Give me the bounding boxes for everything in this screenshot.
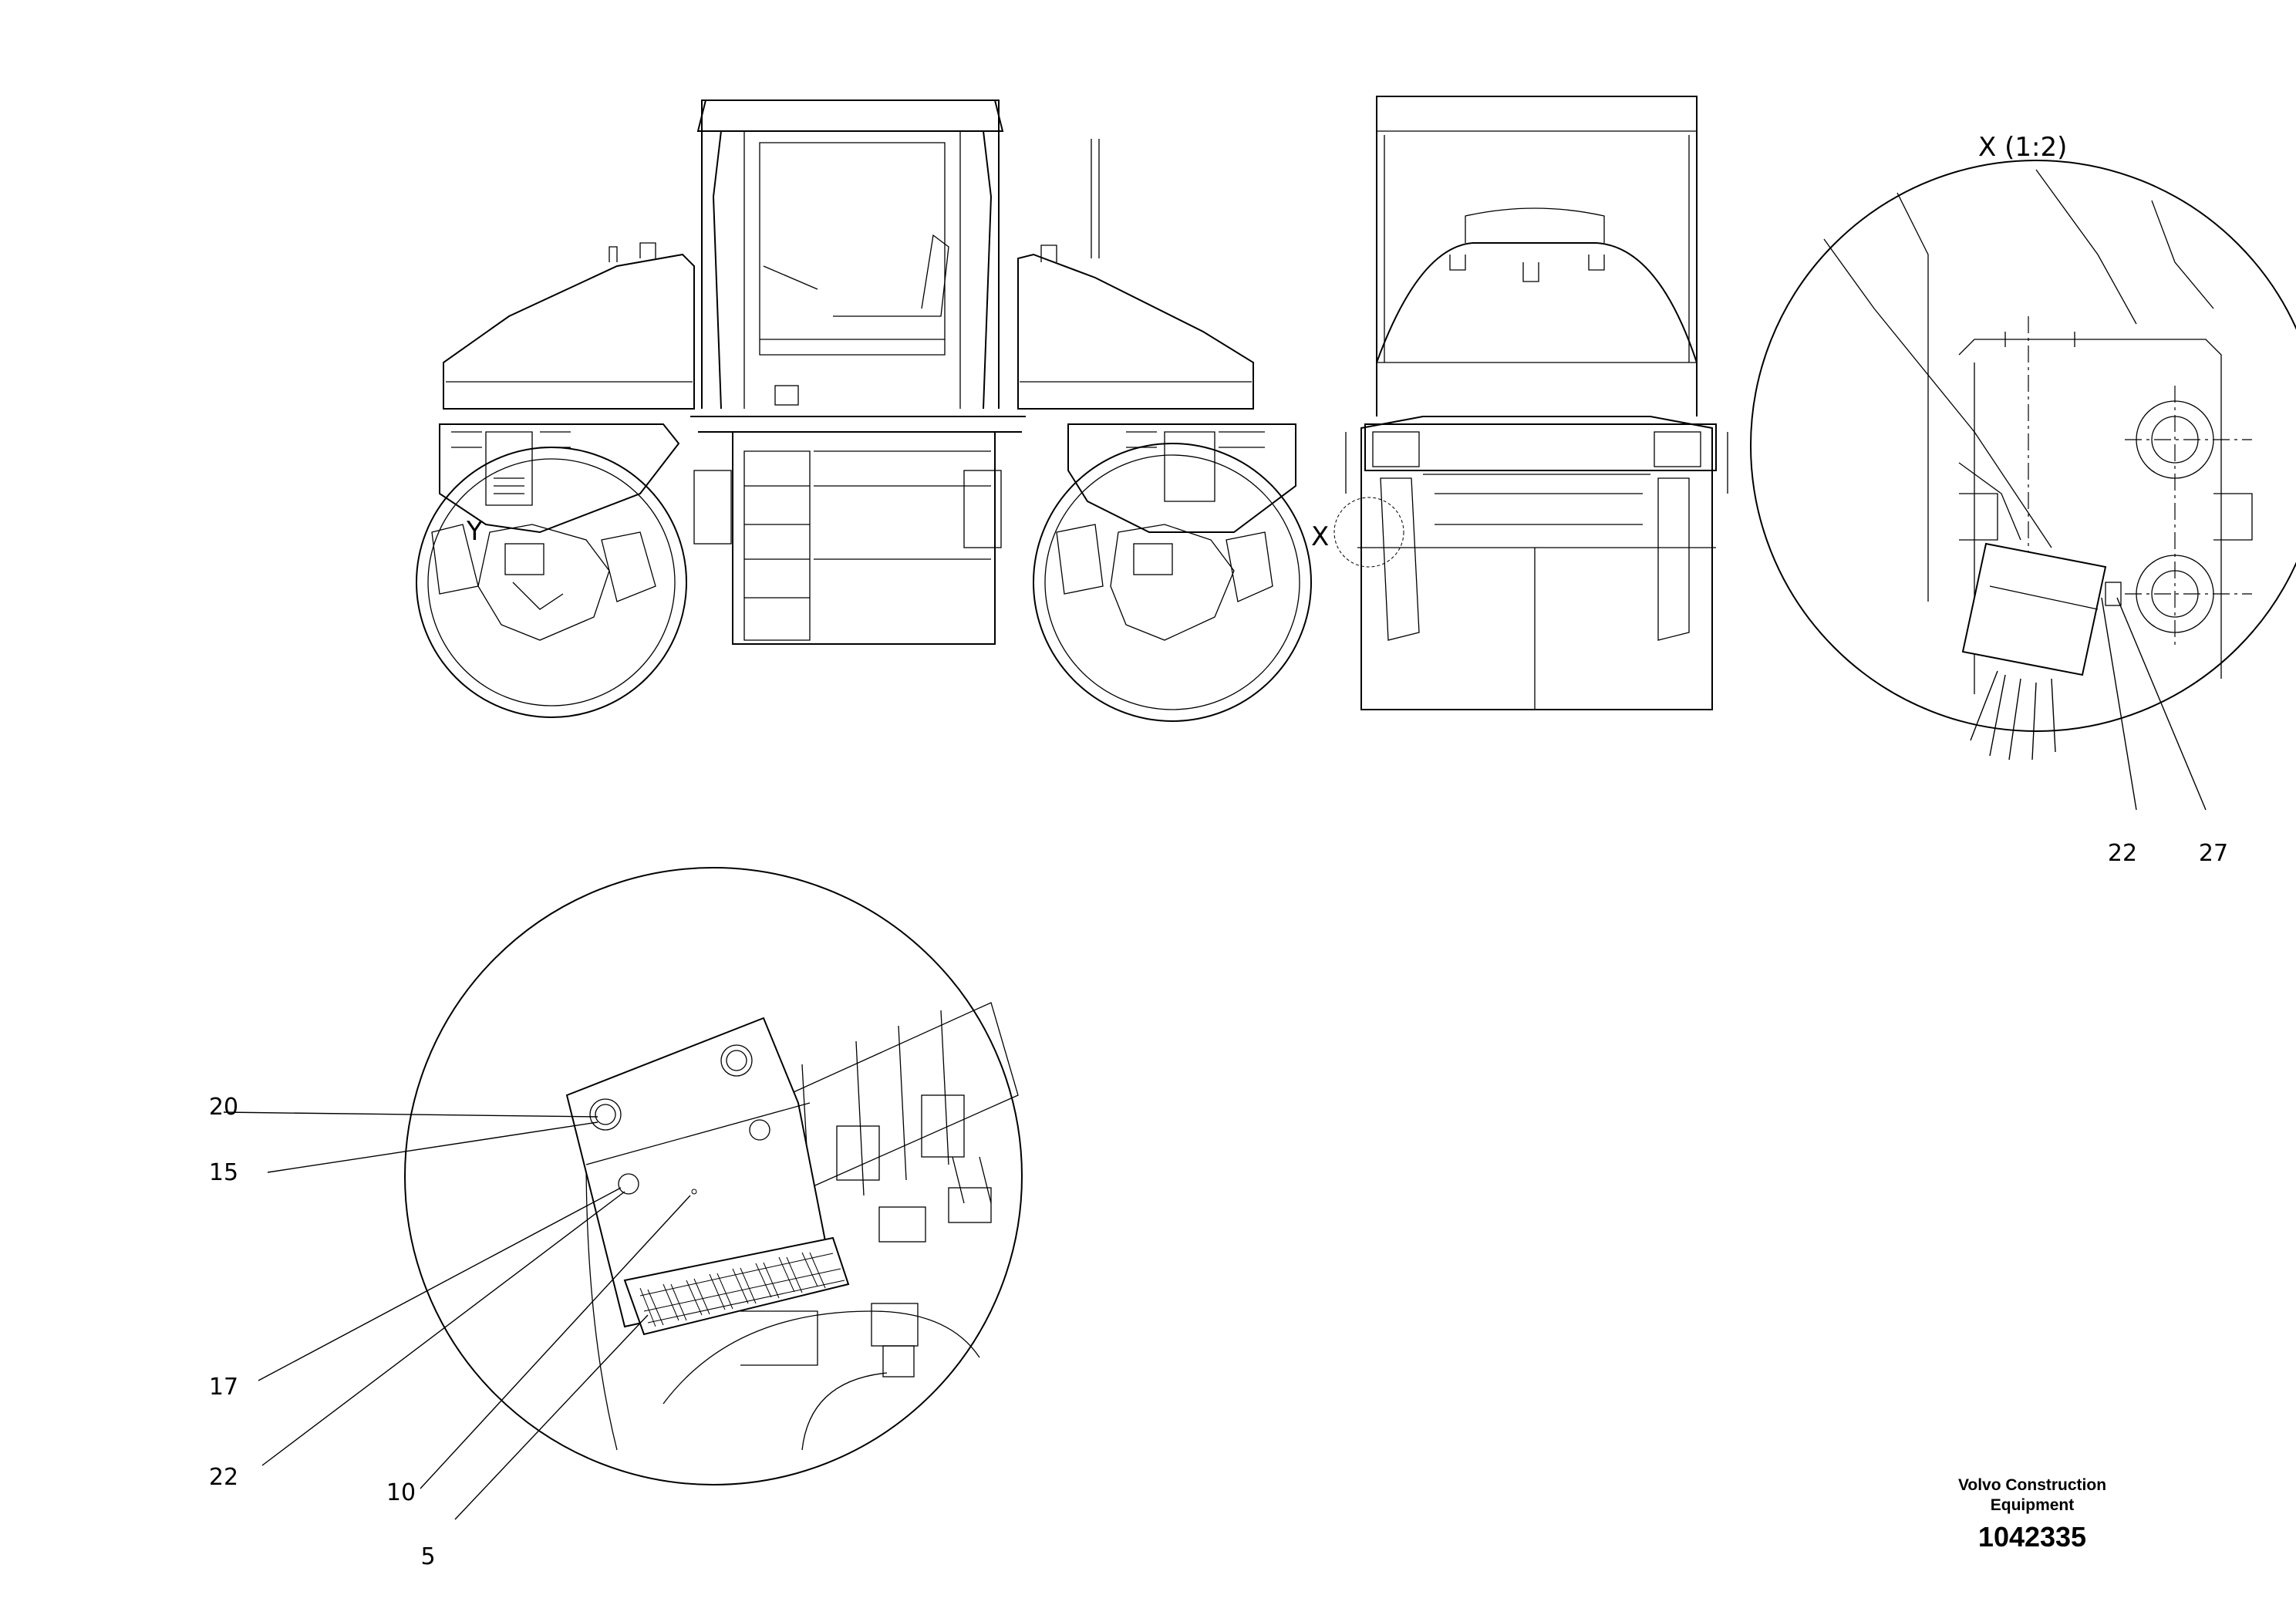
front-view-marker: X <box>1311 521 1329 552</box>
drawing-number: 1042335 <box>1978 1521 2086 1553</box>
callout-22: 22 <box>2108 840 2137 867</box>
side-view-marker: Y <box>466 516 483 547</box>
callout-17: 17 <box>209 1374 238 1401</box>
detail-y: 20 15 17 22 10 5 <box>209 867 1023 1570</box>
front-view: X <box>1311 96 1728 710</box>
brand-line-2: Equipment <box>1991 1496 2075 1514</box>
callout-22-detail-y: 22 <box>209 1464 238 1491</box>
brand-line-1: Volvo Construction <box>1958 1476 2106 1494</box>
detail-x: X (1:2) 22 27 <box>1750 132 2296 867</box>
title-block: Volvo Construction Equipment 1042335 <box>1958 1476 2106 1553</box>
callout-10: 10 <box>386 1479 416 1506</box>
detail-x-title: X (1:2) <box>1978 132 2067 163</box>
callout-15: 15 <box>209 1159 238 1186</box>
side-view: Y <box>416 99 1312 722</box>
callout-5: 5 <box>420 1543 435 1570</box>
callout-27: 27 <box>2199 840 2228 867</box>
callout-20: 20 <box>209 1094 238 1121</box>
